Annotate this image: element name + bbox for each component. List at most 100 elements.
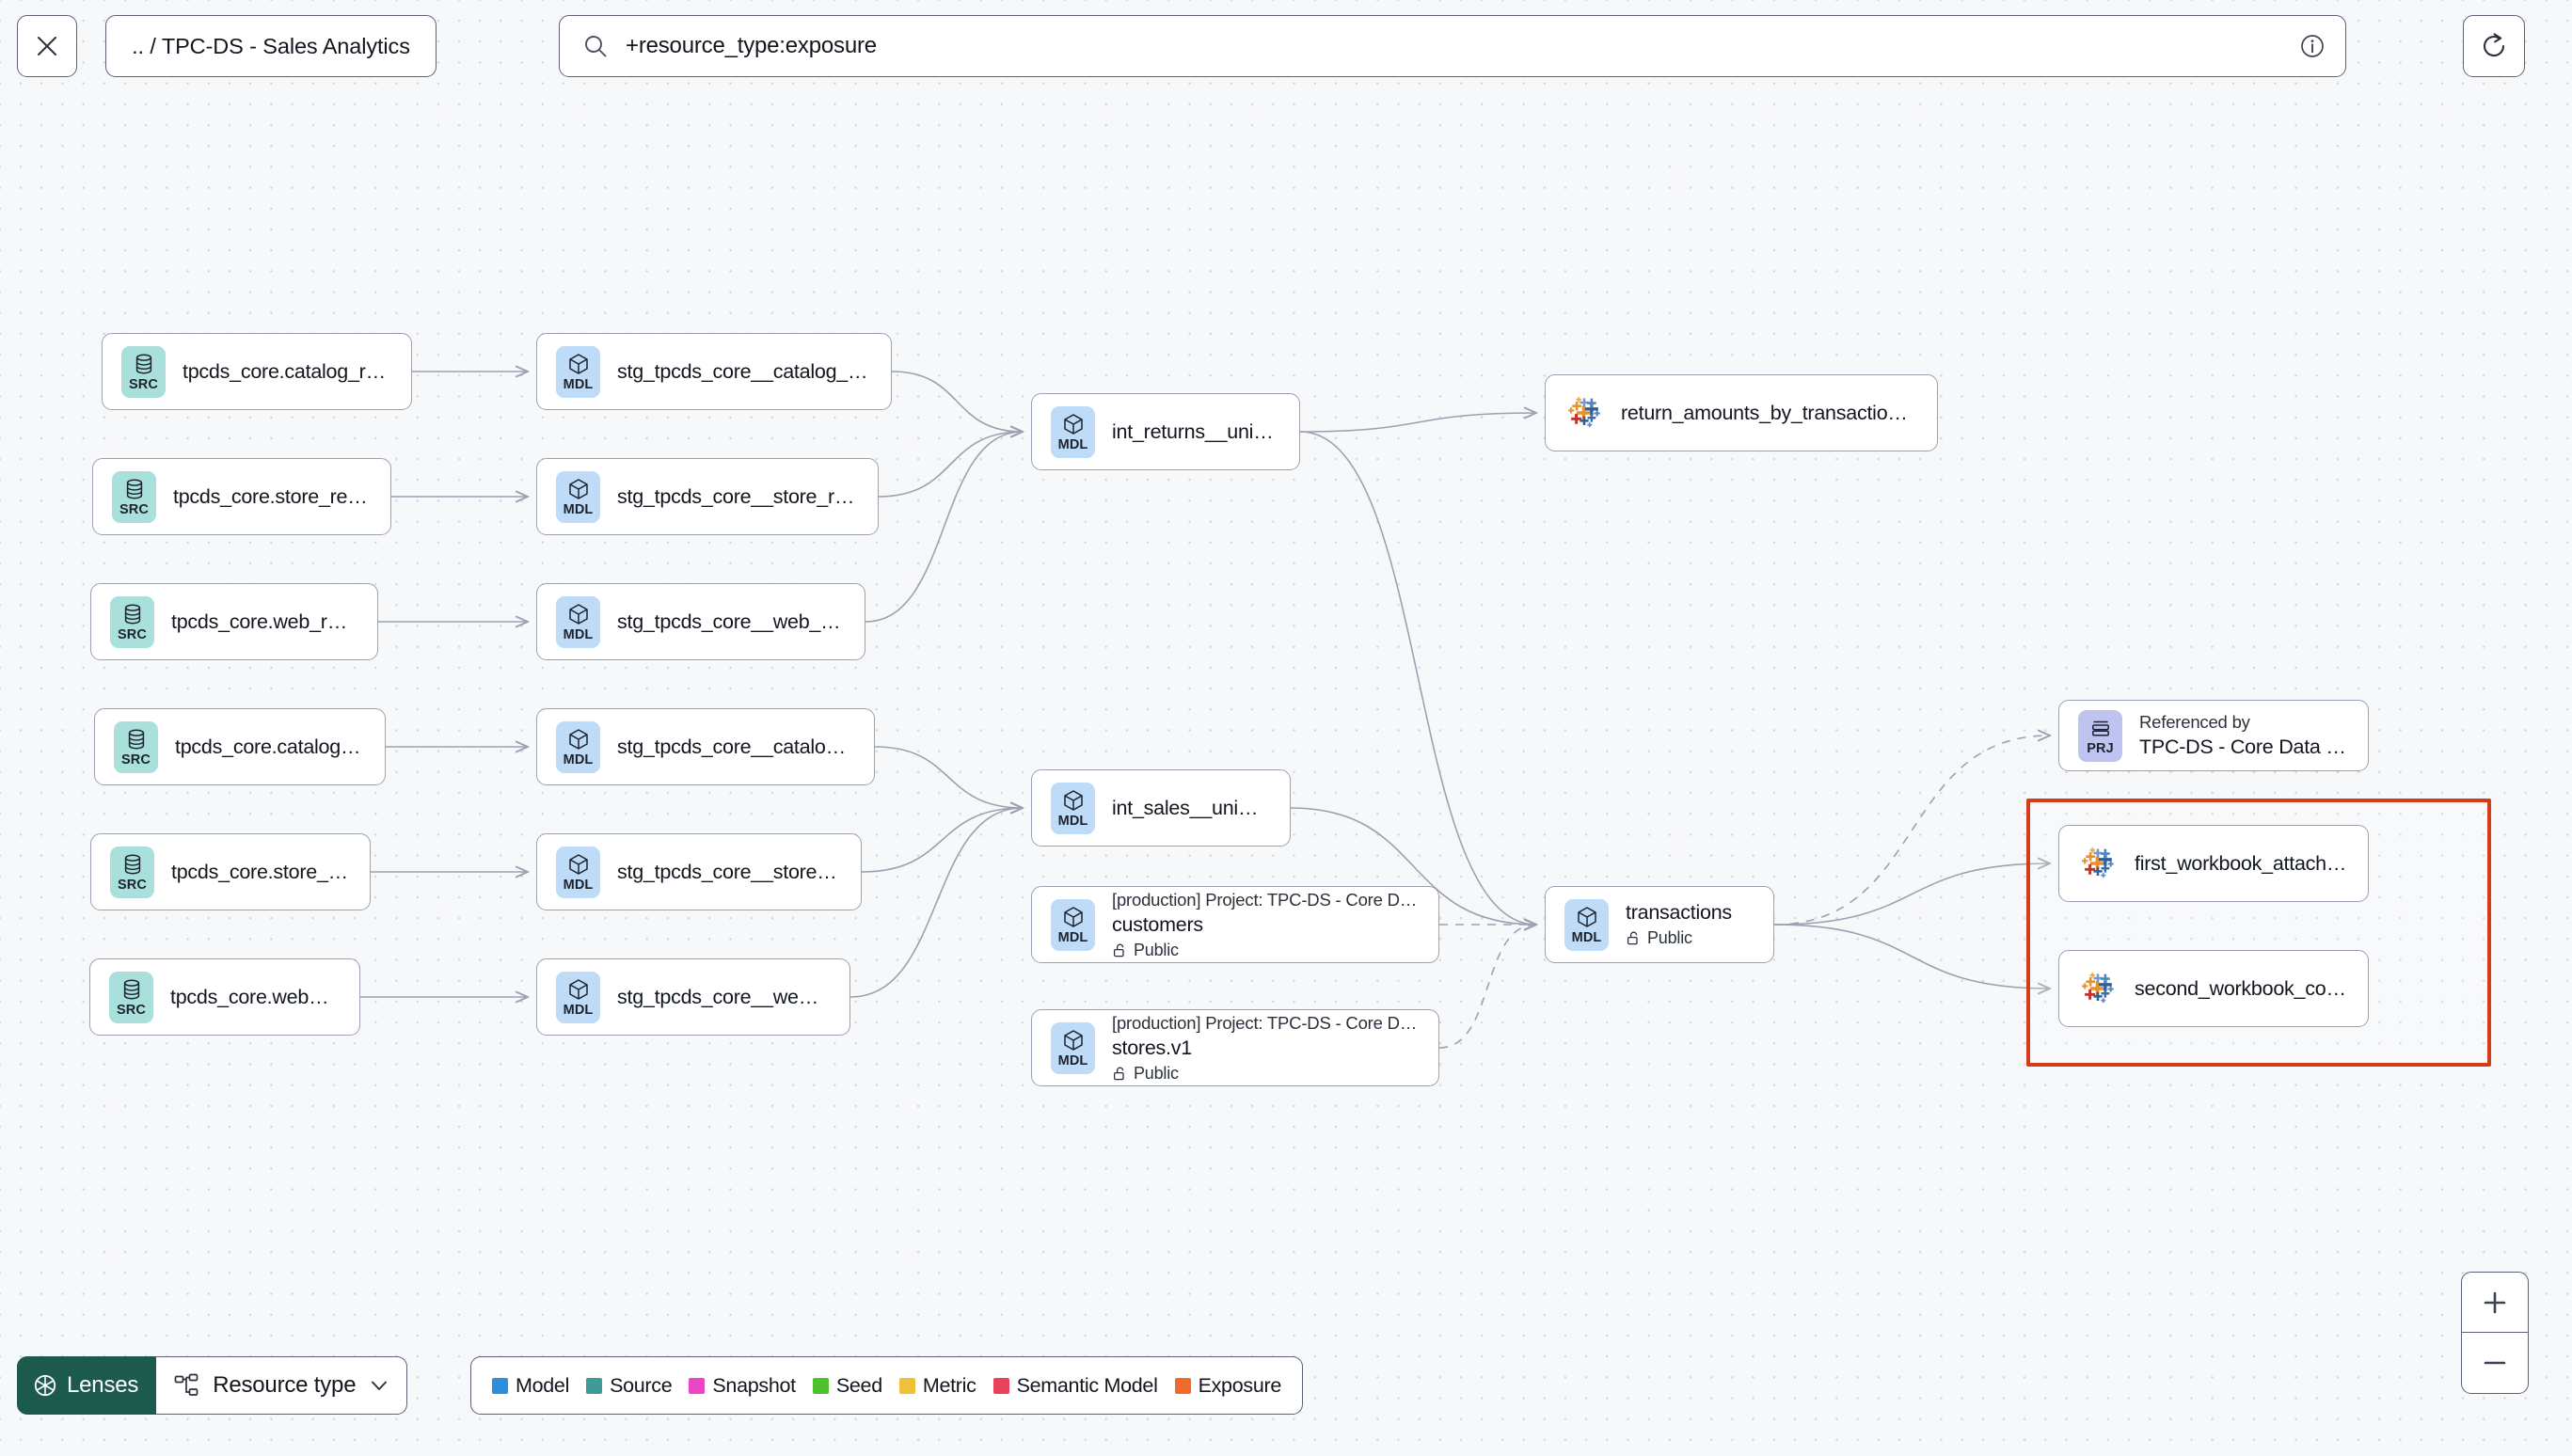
legend-item-metric[interactable]: Metric (898, 1374, 976, 1398)
legend-swatch (898, 1377, 915, 1394)
node-text: tpcds_core.store_sales (171, 861, 349, 884)
legend-item-semantic-model[interactable]: Semantic Model (992, 1374, 1158, 1398)
minus-icon (2484, 1361, 2506, 1365)
zoom-controls (2461, 1272, 2529, 1394)
search-input[interactable] (626, 33, 2298, 59)
legend-label: Model (516, 1373, 570, 1397)
legend-item-snapshot[interactable]: Snapshot (689, 1374, 796, 1398)
tableau-workbook-icon (1567, 397, 1600, 428)
node-text: tpcds_core.web_returns (171, 610, 357, 634)
node-type-badge-label: SRC (118, 878, 147, 893)
resource-type-dropdown[interactable]: Resource type (156, 1356, 408, 1415)
node-type-badge-exp (1564, 388, 1604, 439)
node-type-badge-mdl: MDL (556, 720, 600, 773)
breadcrumb[interactable]: .. / TPC-DS - Sales Analytics (105, 15, 437, 77)
node-text: [production] Project: TPC-DS - Core Data… (1112, 890, 1418, 960)
node-text: stg_tpcds_core__catalog_returns (617, 360, 870, 384)
refresh-button[interactable] (2463, 15, 2525, 77)
node-type-badge-exp (2078, 963, 2118, 1015)
cube-icon (1577, 907, 1596, 927)
zoom-out-button[interactable] (2462, 1333, 2528, 1393)
node-label: tpcds_core.store_returns (173, 484, 370, 508)
cube-icon (568, 604, 588, 625)
lineage-node-src-catalog-returns[interactable]: SRC tpcds_core.catalog_returns (102, 333, 412, 410)
node-meta: [production] Project: TPC-DS - Core Data… (1112, 889, 1418, 910)
info-icon[interactable] (2298, 32, 2326, 60)
cube-icon (568, 479, 588, 499)
node-type-badge-src: SRC (109, 971, 153, 1023)
lineage-node-exp-first-workbook[interactable]: first_workbook_attached_to_tpc-ds_-_… (2058, 825, 2369, 902)
node-label: tpcds_core.web_returns (171, 609, 357, 633)
node-visibility-label: Public (1647, 928, 1692, 947)
database-icon (135, 354, 151, 374)
database-icon (123, 979, 139, 1000)
legend-label: Seed (835, 1373, 882, 1397)
cube-icon (568, 729, 588, 750)
database-icon (124, 854, 140, 875)
node-type-badge-mdl: MDL (556, 345, 600, 398)
lineage-node-src-store-sales[interactable]: SRC tpcds_core.store_sales (90, 833, 371, 910)
node-type-badge-label: MDL (563, 627, 594, 642)
cube-icon (568, 854, 588, 875)
cube-icon (1063, 790, 1083, 811)
legend-item-exposure[interactable]: Exposure (1174, 1374, 1281, 1398)
lineage-node-mdl-customers[interactable]: MDL [production] Project: TPC-DS - Core D… (1031, 886, 1439, 963)
node-type-badge-label: SRC (121, 752, 151, 768)
database-icon (124, 604, 140, 625)
cube-icon (1063, 414, 1083, 435)
node-text: int_returns__unioned (1112, 420, 1278, 444)
cube-icon (568, 979, 588, 1000)
node-text: stg_tpcds_core__catalog_sales (617, 736, 853, 759)
close-button[interactable] (17, 15, 77, 77)
node-type-badge-mdl: MDL (1564, 898, 1609, 951)
lineage-node-mdl-int-sales-unioned[interactable]: MDL int_sales__unioned (1031, 769, 1291, 847)
lineage-edge (861, 808, 1023, 873)
legend-item-seed[interactable]: Seed (812, 1373, 882, 1398)
lenses-button[interactable]: Lenses (17, 1356, 157, 1415)
node-type-badge-mdl: MDL (1051, 782, 1095, 834)
lineage-node-mdl-stg-catalog-returns[interactable]: MDL stg_tpcds_core__catalog_returns (536, 333, 892, 410)
legend-item-model[interactable]: Model (492, 1374, 569, 1398)
zoom-in-button[interactable] (2462, 1273, 2528, 1333)
node-text: return_amounts_by_transaction_type (1621, 402, 1916, 425)
node-label: stores.v1 (1112, 1036, 1192, 1059)
cube-icon (1063, 1030, 1083, 1051)
refresh-icon (2479, 31, 2509, 61)
lock-open-icon (1113, 943, 1124, 957)
node-label: tpcds_core.store_sales (171, 860, 349, 883)
lineage-node-mdl-stg-catalog-sales[interactable]: MDL stg_tpcds_core__catalog_sales (536, 708, 875, 785)
node-type-badge-label: MDL (1057, 930, 1088, 945)
node-type-badge-src: SRC (114, 720, 158, 773)
node-type-badge-label: SRC (118, 627, 147, 642)
lineage-edge (849, 808, 1023, 998)
lenses-toolbar: Lenses Resource type (17, 1356, 408, 1415)
database-icon (126, 479, 142, 499)
node-type-badge-label: MDL (1571, 930, 1602, 945)
node-visibility-label: Public (1134, 1063, 1179, 1083)
node-text: tpcds_core.catalog_returns (183, 360, 390, 384)
node-label: int_sales__unioned (1112, 796, 1269, 819)
lenses-label: Lenses (67, 1372, 139, 1398)
lineage-node-mdl-stores-v1[interactable]: MDL[production] Project: TPC-DS - Core D… (1031, 1009, 1439, 1086)
lineage-node-exp-return-amounts[interactable]: return_amounts_by_transaction_type (1545, 374, 1938, 451)
node-type-badge-label: SRC (117, 1003, 146, 1018)
lineage-node-src-web-returns[interactable]: SRC tpcds_core.web_returns (90, 583, 378, 660)
search-bar[interactable] (559, 15, 2346, 77)
node-type-badge-src: SRC (121, 345, 166, 398)
chevron-down-icon (369, 1375, 389, 1396)
lineage-node-exp-second-workbook[interactable]: second_workbook_connected_to_live… (2058, 950, 2369, 1027)
legend-item-source[interactable]: Source (586, 1374, 673, 1398)
